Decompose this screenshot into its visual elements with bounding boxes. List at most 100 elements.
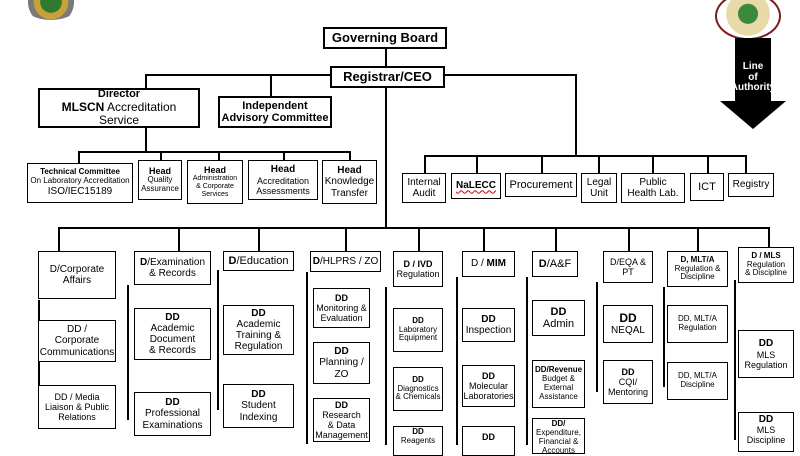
legal-unit-label: Legal Unit: [586, 176, 612, 199]
dept-mlta-label: Regulation & Discipline: [674, 263, 721, 282]
dept-mls-prefix: D / MLS: [751, 250, 781, 260]
dd-media-liaison-box: DD / Media Liaison & Public Relations: [38, 385, 116, 429]
dd-mim-third-prefix: DD: [482, 432, 495, 442]
dd-corporate-communications-label: DD / Corporate Communications: [39, 324, 115, 358]
dept-eqa-pt-label: D/EQA & PT: [609, 256, 646, 277]
line-of-authority-label: Line of Authority: [730, 61, 776, 93]
head-quality-assurance-box: Head Quality Assurance: [138, 160, 182, 200]
dd-inspection-prefix: DD: [481, 313, 496, 325]
dd-mim-third-box: DD: [462, 426, 515, 456]
dd-monitoring-evaluation-box: DD Monitoring & Evaluation: [313, 288, 370, 328]
head-admin-title: Head: [203, 165, 226, 176]
dd-professional-exam-prefix: DD: [165, 397, 180, 409]
dd-admin-box: DD Admin: [532, 300, 585, 336]
dd-academic-training-prefix: DD: [251, 307, 266, 319]
procurement-box: Procurement: [505, 173, 577, 197]
dd-admin-label: Admin: [542, 318, 575, 330]
dd-mls-regulation-box: DD MLS Regulation: [738, 330, 794, 378]
dd-student-indexing-label: Student Indexing: [239, 400, 278, 423]
dd-cqi-prefix: DD: [621, 366, 635, 377]
dd-mlta-regulation-label: DD, MLT/A Regulation: [678, 314, 717, 332]
dd-planning-label: Planning / ZO: [319, 357, 364, 380]
dd-academic-training-box: DD Academic Training & Regulation: [223, 305, 294, 355]
legal-unit-box: Legal Unit: [581, 173, 617, 203]
dd-diagnostics-prefix: DD: [412, 374, 424, 384]
registry-box: Registry: [728, 173, 774, 197]
dd-reagents-box: DD Reagents: [393, 426, 443, 456]
director-accreditation-box: Director MLSCN Accreditation Service: [38, 88, 200, 128]
dd-neqal-box: DD NEQAL: [603, 305, 653, 343]
dd-academic-document-label: Academic Document & Records: [149, 322, 196, 357]
ict-box: ICT: [690, 173, 724, 201]
dd-monitoring-prefix: DD: [335, 292, 348, 303]
dd-diagnostics-chemicals-box: DD Diagnostics & Chemicals: [393, 367, 443, 411]
dept-mim-label: D / MIM: [470, 258, 506, 270]
governing-board-label: Governing Board: [331, 29, 439, 45]
technical-committee-title: Technical Committee: [40, 167, 120, 177]
dept-af-box: D/A&F: [532, 251, 578, 277]
dd-monitoring-label: Monitoring & Evaluation: [316, 302, 367, 324]
public-health-lab-box: Public Health Lab.: [621, 173, 685, 203]
dd-media-liaison-label: DD / Media Liaison & Public Relations: [44, 391, 110, 423]
head-accr-sub: Accreditation Assessments: [256, 175, 310, 196]
dept-education-box: D/Education: [223, 251, 294, 271]
internal-audit-label: Internal Audit: [407, 176, 441, 199]
dept-examination-records-box: D/Examination & Records: [134, 251, 211, 285]
head-kt-sub: Knowledge Transfer: [324, 176, 375, 199]
dd-research-prefix: DD: [335, 399, 348, 410]
director-title: Director: [97, 88, 141, 101]
dept-mls-label: Regulation & Discipline: [745, 259, 787, 278]
dd-inspection-label: Inspection: [465, 325, 512, 336]
technical-committee-box: Technical Committee On Laboratory Accred…: [27, 163, 133, 203]
head-admin-sub: Administration & Corporate Services: [192, 175, 238, 198]
registrar-ceo-box: Registrar/CEO: [330, 66, 445, 88]
dd-corporate-communications-box: DD / Corporate Communications: [38, 320, 116, 362]
dd-neqal-label: NEQAL: [611, 325, 645, 337]
dd-reagents-label: Reagents: [400, 435, 436, 445]
dd-molecular-laboratories-box: DD Molecular Laboratories: [462, 365, 515, 407]
procurement-label: Procurement: [509, 178, 573, 191]
dd-lab-equipment-prefix: DD: [412, 315, 424, 325]
dept-ivd-prefix: D / IVD: [403, 258, 433, 269]
dd-mlta-discipline-label: DD, MLT/A Discipline: [678, 371, 717, 389]
dd-revenue-label: Budget & External Assistance: [539, 374, 578, 401]
dd-mlta-regulation-box: DD, MLT/A Regulation: [667, 305, 728, 343]
technical-committee-sub: On Laboratory Accreditation: [30, 176, 130, 186]
dd-mls-discipline-prefix: DD: [758, 414, 774, 425]
dept-hlprs-zo-box: D/HLPRS / ZO: [310, 251, 381, 272]
dd-professional-examinations-box: DD Professional Examinations: [134, 392, 211, 436]
head-knowledge-transfer-box: Head Knowledge Transfer: [322, 160, 377, 204]
nalecc-box: NaLECC: [451, 173, 501, 199]
dd-planning-zo-box: DD Planning / ZO: [313, 342, 370, 384]
dd-inspection-box: DD Inspection: [462, 308, 515, 342]
dept-af-label: D/A&F: [538, 257, 572, 270]
dd-student-indexing-box: DD Student Indexing: [223, 384, 294, 428]
dept-mim-box: D / MIM: [462, 251, 515, 277]
dd-research-data-box: DD Research & Data Management: [313, 398, 370, 442]
dept-examination-records-label: D/Examination & Records: [139, 256, 206, 279]
governing-board-box: Governing Board: [323, 27, 447, 49]
dd-mls-regulation-label: MLS Regulation: [744, 349, 788, 370]
dd-expenditure-box: DD/ Expenditure, Financial & Accounts: [532, 418, 585, 454]
technical-committee-iso: ISO/IEC15189: [47, 186, 113, 198]
head-qa-title: Head: [148, 166, 171, 176]
dd-diagnostics-label: Diagnostics & Chemicals: [395, 383, 441, 402]
internal-audit-box: Internal Audit: [402, 173, 446, 203]
ict-label: ICT: [698, 180, 716, 193]
dd-academic-document-box: DD Academic Document & Records: [134, 308, 211, 360]
dept-education-label: D/Education: [228, 254, 289, 267]
registry-label: Registry: [732, 179, 770, 191]
head-kt-title: Head: [337, 165, 362, 177]
dd-academic-training-label: Academic Training & Regulation: [234, 318, 283, 353]
director-unit: MLSCN Accreditation Service: [61, 99, 177, 128]
public-health-lab-label: Public Health Lab.: [627, 176, 679, 199]
dd-revenue-prefix: DD/Revenue: [534, 365, 583, 375]
advisory-committee-label: Independent Advisory Committee: [221, 99, 329, 124]
coat-of-arms-emblem: [20, 0, 82, 20]
dd-molecular-prefix: DD: [482, 370, 495, 381]
dd-student-indexing-prefix: DD: [251, 389, 266, 401]
dept-corporate-affairs-label: D/Corporate Affairs: [49, 263, 105, 286]
dept-mlta-box: D, MLT/A Regulation & Discipline: [667, 251, 728, 287]
dept-eqa-pt-box: D/EQA & PT: [603, 251, 653, 283]
council-logo-emblem: [715, 0, 781, 40]
